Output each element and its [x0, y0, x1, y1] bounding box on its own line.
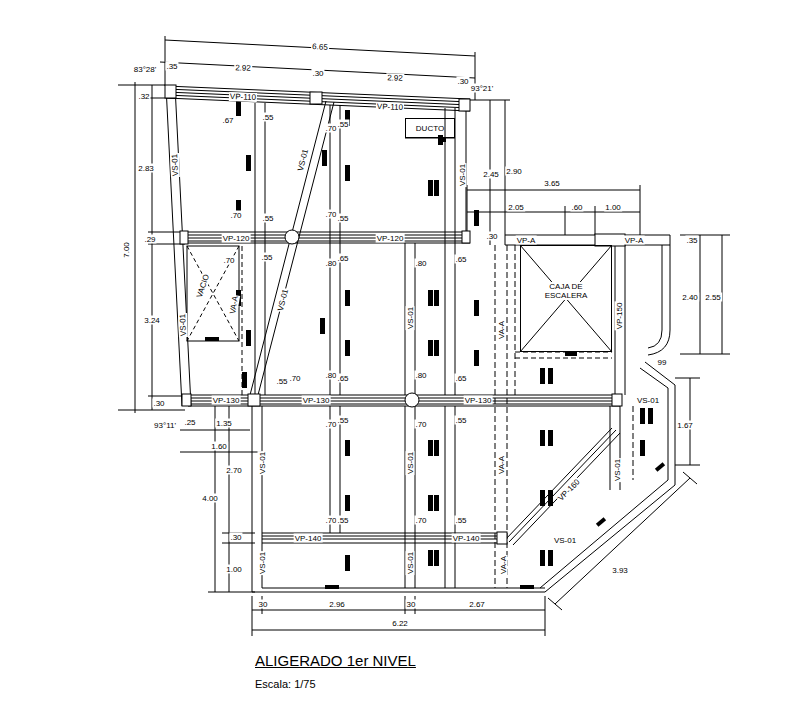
member-label: VP-A — [516, 236, 537, 245]
dimension-label: .55 — [454, 416, 467, 425]
member-label: VS-01 — [406, 306, 415, 330]
dimension-label: .70 — [222, 256, 235, 265]
dimension-label: .55 — [260, 253, 273, 262]
dimension-label: 2.83 — [137, 164, 155, 173]
member-label: VS-01 — [636, 396, 660, 405]
dimension-label: 30 — [406, 600, 417, 609]
member-label: VA-A — [497, 320, 506, 340]
dimension-label: .67 — [221, 116, 234, 125]
dimension-label: .29 — [143, 235, 156, 244]
dimension-label: 6.65 — [311, 42, 329, 52]
dimension-label: .80 — [414, 371, 427, 380]
dimension-label: .65 — [454, 374, 467, 383]
member-label: VS-01 — [276, 287, 291, 313]
dimension-label: 2.40 — [681, 293, 699, 302]
dimension-label: .70 — [288, 374, 301, 383]
member-label: VS-01 — [178, 313, 188, 338]
scale-caption: Escala: 1/75 — [255, 678, 316, 691]
box-text: DUCTO — [406, 119, 454, 133]
dimension-label: 3.93 — [611, 566, 629, 575]
member-label: VS-01 — [258, 451, 267, 475]
dimension-label: 83°28' — [133, 65, 158, 74]
dimension-label: 1.00 — [225, 565, 243, 574]
dimension-label: .70 — [414, 516, 427, 525]
dimension-label: 1.00 — [604, 203, 622, 212]
dimension-label: .80 — [414, 259, 427, 268]
dimension-label: 2.67 — [468, 600, 486, 609]
dimension-label: 1.35 — [215, 419, 233, 428]
member-label: VP-150 — [615, 302, 624, 331]
dimension-label: .55 — [336, 214, 349, 223]
dimension-label: .55 — [275, 377, 288, 386]
dimension-label: .70 — [229, 211, 242, 220]
member-label: VP-A — [624, 236, 645, 245]
dimension-label: .55 — [261, 113, 274, 122]
member-label: VP-110 — [376, 102, 404, 112]
dimension-label: 2.55 — [704, 293, 722, 302]
member-label: VA-A — [228, 294, 240, 315]
member-label: VP-140 — [452, 534, 481, 543]
dimension-label: .55 — [336, 120, 349, 129]
dimension-label: .55 — [336, 416, 349, 425]
dimension-label: .30 — [456, 77, 469, 86]
dimension-label: 1.67 — [676, 421, 694, 430]
dimension-label: .60 — [570, 203, 583, 212]
dimension-label: .55 — [454, 516, 467, 525]
member-label: VS-01 — [258, 551, 267, 575]
dimension-label: .25 — [183, 418, 196, 427]
dimension-label: .30 — [485, 232, 498, 241]
dimension-label: 2.70 — [225, 466, 243, 475]
dimension-label: 2.90 — [505, 167, 523, 176]
dimension-label: 93°21' — [470, 84, 495, 93]
dimension-label: 93°11' — [153, 421, 177, 430]
member-label: VP-120 — [376, 234, 405, 243]
dimension-label: 2.92 — [234, 63, 252, 73]
member-label: VA-A — [499, 555, 508, 575]
dimension-label: .70 — [414, 420, 427, 429]
plan-title: ALIGERADO 1er NIVEL — [255, 652, 416, 670]
member-label: VS-01 — [458, 163, 467, 187]
dimension-label: 6.22 — [391, 619, 409, 628]
stair-box: CAJA DE ESCALERA — [520, 245, 612, 352]
dimension-label: 2.96 — [328, 600, 346, 609]
dimension-label: .35 — [685, 236, 698, 245]
dimension-label: 2.45 — [482, 170, 500, 179]
dimension-label: 4.00 — [201, 494, 219, 503]
dimension-label: .30 — [229, 533, 242, 542]
dimension-label: 2.05 — [507, 203, 525, 212]
dimension-label: .30 — [311, 69, 324, 78]
dimension-label: .55 — [261, 214, 274, 223]
member-label: VP-140 — [294, 534, 323, 543]
dimension-label: 3.24 — [143, 316, 161, 325]
member-label: VP-120 — [222, 234, 251, 243]
dimension-label: 30 — [258, 600, 269, 609]
member-label: VS-01 — [613, 458, 622, 482]
dimension-label: 7.00 — [122, 241, 131, 259]
dimension-label: .65 — [336, 374, 349, 383]
dimension-label: .35 — [165, 62, 178, 71]
member-label: VP-130 — [464, 396, 493, 405]
member-label: VS-01 — [406, 451, 415, 475]
box-text: CAJA DE ESCALERA — [535, 282, 597, 300]
member-label: VA-A — [497, 455, 506, 475]
dimension-label: .55 — [336, 516, 349, 525]
dimension-label: 2.92 — [386, 73, 404, 83]
dimension-label: .65 — [454, 255, 467, 264]
member-label: VP-130 — [212, 396, 241, 405]
member-label: VP-130 — [302, 396, 331, 405]
member-label: VS-01 — [553, 536, 577, 545]
dimension-label: 99 — [657, 358, 668, 367]
dimension-label: .30 — [152, 399, 165, 408]
dimension-label: 1.60 — [210, 442, 228, 451]
dimension-label: 3.65 — [543, 179, 561, 188]
member-label: VP-110 — [229, 92, 257, 102]
dimension-label: .32 — [137, 92, 150, 101]
member-label: VP-160 — [556, 477, 583, 504]
dimension-label: .65 — [336, 254, 349, 263]
member-label: VS-01 — [406, 551, 415, 575]
duct-box: DUCTO — [405, 118, 455, 138]
member-label: VS-01 — [170, 153, 180, 178]
